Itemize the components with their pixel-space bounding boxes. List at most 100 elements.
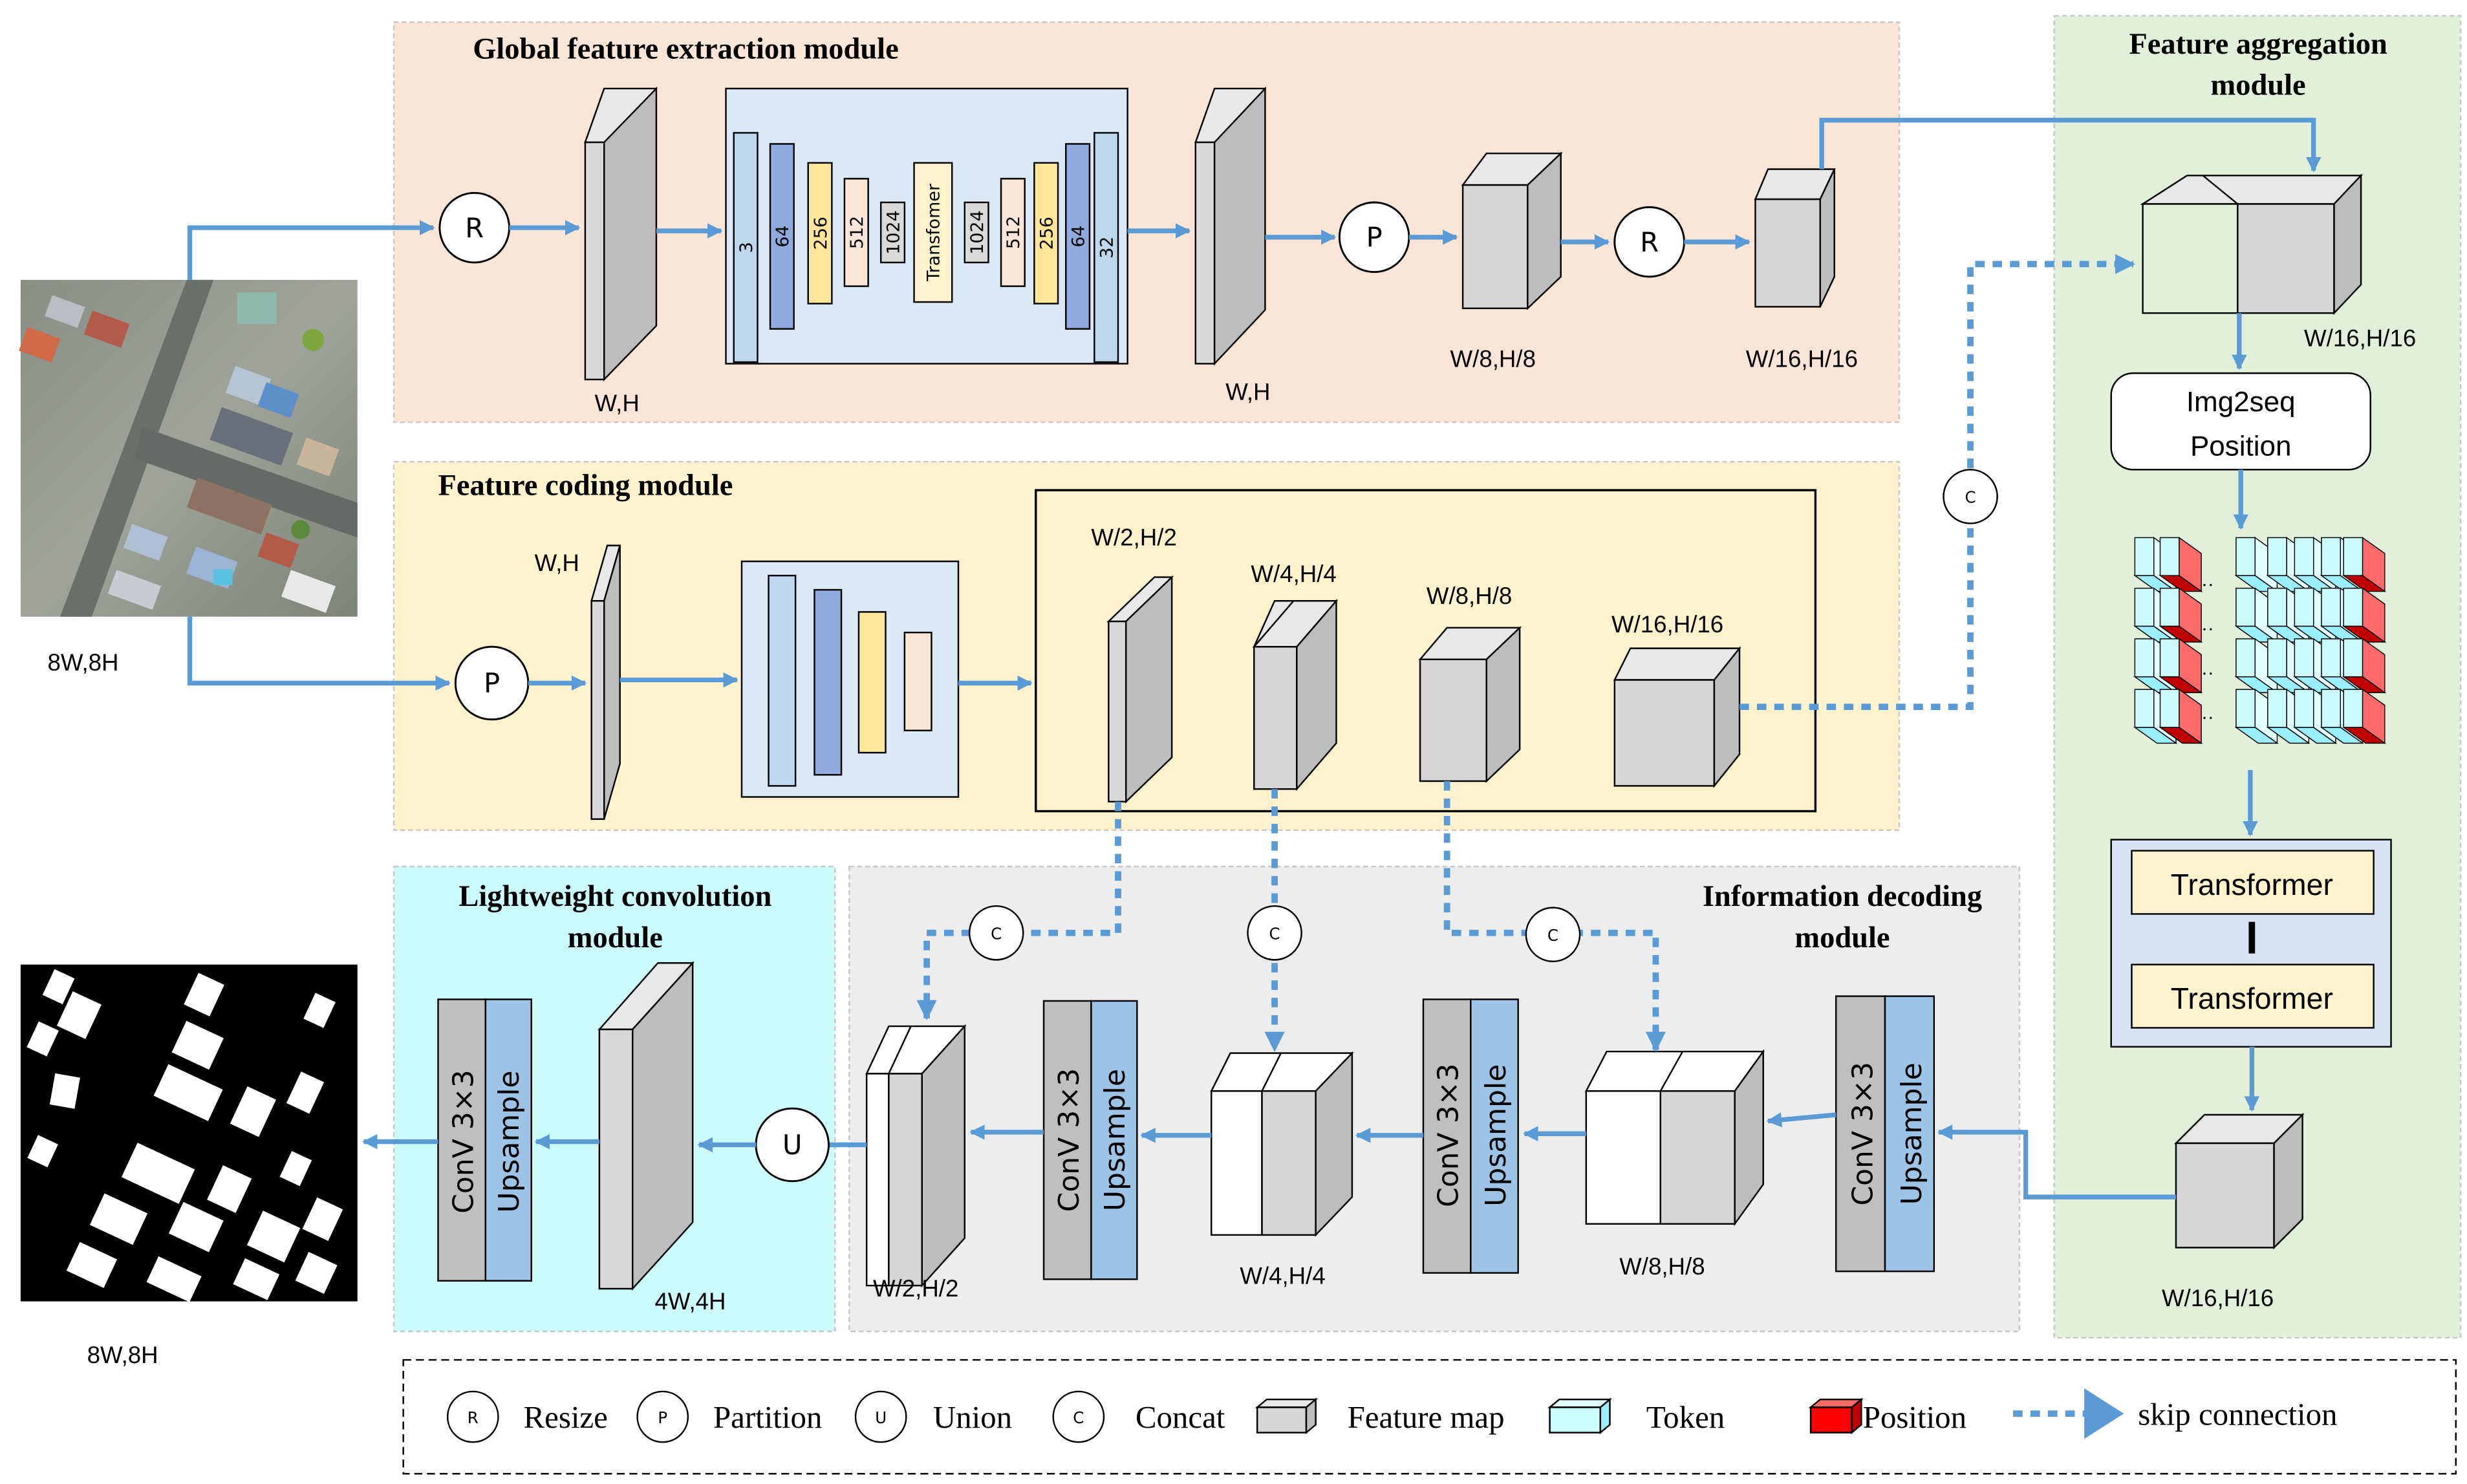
pyramid-cube-w16 [1613, 646, 1741, 788]
svg-text:C: C [1547, 926, 1558, 945]
token-grid: ········ [2133, 537, 2387, 744]
unet-layer-label: 512 [1004, 216, 1024, 249]
svg-text:Upsample: Upsample [1895, 1062, 1928, 1205]
svg-text:ConV 3×3: ConV 3×3 [447, 1070, 480, 1213]
decoder-w4-label: W/4,H/4 [1240, 1263, 1325, 1289]
unet-layer-label: 1024 [883, 210, 903, 254]
position-token [2159, 638, 2203, 694]
pyramid-w2-label: W/2,H/2 [1091, 524, 1176, 551]
legend-position: Position [1808, 1397, 1966, 1435]
svg-text:ConV 3×3: ConV 3×3 [1846, 1062, 1879, 1205]
position-token [2342, 587, 2387, 643]
conv3-to-cube-arrow [1766, 1112, 1837, 1128]
skip-w8 [1443, 781, 1666, 1052]
unet-layer-bar [1065, 143, 1091, 330]
unet-layer-label: 256 [1037, 217, 1057, 250]
position-token [2159, 587, 2203, 643]
unet-layer-label: 256 [811, 217, 831, 250]
conv-upsample-block-1: ConV 3×3 Upsample [1042, 1000, 1138, 1280]
svg-text:ConV 3×3: ConV 3×3 [1053, 1068, 1086, 1212]
partition-op-2: P [454, 645, 530, 721]
legend-skip-connection: skip connection [2013, 1388, 2337, 1439]
pyramid-w16-label: W/16,H/16 [1611, 611, 1723, 638]
encoder-layer-2 [813, 588, 843, 776]
unet-layer-label: Transfomer [924, 183, 944, 282]
concat-op-w4: C [1247, 905, 1302, 961]
unet-layer-label: 64 [773, 225, 793, 247]
lightweight-4w-label: 4W,4H [654, 1288, 726, 1315]
svg-text:Upsample: Upsample [493, 1071, 526, 1213]
svg-text:C: C [991, 925, 1002, 943]
resize-op-2: R [1613, 206, 1685, 278]
svg-text:C: C [1073, 1408, 1084, 1427]
token-ellipsis: ·· [2201, 575, 2214, 596]
decoder-w8-label: W/8,H/8 [1619, 1253, 1705, 1280]
lightweight-module-title-1: Lightweight convolution [458, 880, 771, 913]
decoder-concat-cube-w4 [1210, 1051, 1354, 1237]
feature-cube-w16-aggregation [2174, 1113, 2305, 1250]
decoding-module-title-2: module [1794, 921, 1890, 954]
conv-upsample-block-2: ConV 3×3 Upsample [1422, 998, 1519, 1274]
input-aerial-image [19, 279, 358, 617]
unet-layer-label: 32 [1097, 237, 1117, 259]
aggregation-module-title-1: Feature aggregation [2129, 28, 2387, 61]
unet-layer-bar [879, 201, 906, 264]
unet-layer-label: 512 [847, 216, 867, 249]
coding-module-title: Feature coding module [438, 469, 733, 502]
svg-text:U: U [782, 1129, 802, 1161]
token-ellipsis: ·· [2201, 619, 2214, 640]
coding-wh-label: W,H [535, 550, 579, 576]
global-module-title: Global feature extraction module [473, 32, 898, 65]
concat-op-w2: C [968, 905, 1024, 961]
unet-layer-label: 3 [737, 242, 757, 253]
token [2293, 537, 2338, 593]
unet-layer-bar [1093, 132, 1119, 363]
feature-map-slab-wh-2 [1194, 86, 1267, 366]
legend-partition: P Partition [636, 1390, 822, 1443]
global-wh-label-1: W,H [595, 390, 640, 416]
svg-text:R: R [465, 212, 484, 244]
position-token [2159, 688, 2203, 744]
transformer-label-1: Transformer [2171, 868, 2333, 901]
aggregation-to-decoder-arrow [1937, 1124, 2176, 1199]
transformer-ellipsis [2248, 921, 2256, 954]
transformer-block-1 [2131, 850, 2375, 915]
feature-map-slab-wh-1 [584, 86, 658, 382]
unet-layer-bar [1000, 178, 1026, 287]
unet-layer-bar [843, 178, 869, 287]
legend-token: Token [1547, 1397, 1725, 1435]
svg-text:R: R [468, 1408, 479, 1427]
unet-layer-bar [964, 201, 989, 264]
conv-upsample-block-0: ConV 3×3 Upsample [437, 998, 532, 1282]
svg-text:Resize: Resize [524, 1399, 608, 1435]
output-segmentation-mask [20, 964, 358, 1302]
encoder-layer-3 [857, 611, 887, 754]
svg-text:skip connection: skip connection [2138, 1396, 2337, 1432]
global-to-aggregation-arrow [1819, 118, 2322, 173]
unet-layer-label: 64 [1068, 225, 1088, 247]
unet-layer-label: 1024 [967, 210, 987, 254]
pyramid-w8-label: W/8,H/8 [1427, 583, 1512, 609]
pyramid-slab-w4 [1252, 598, 1339, 791]
encoder-layer-1 [768, 574, 797, 787]
aggregation-module-title-2: module [2211, 69, 2306, 102]
legend-feature-map: Feature map [1255, 1397, 1505, 1435]
decoder-w2-label: W/2,H/2 [873, 1275, 958, 1302]
svg-text:Upsample: Upsample [1099, 1069, 1132, 1211]
concat-op-w8: C [1525, 907, 1581, 963]
token-ellipsis: ·· [2201, 708, 2214, 729]
svg-text:Partition: Partition [713, 1399, 822, 1435]
img2seq-label: Img2seq [2186, 386, 2296, 418]
decoding-module-title-1: Information decoding [1703, 880, 1982, 913]
svg-text:P: P [1366, 221, 1383, 253]
unet-layer-bar [1033, 162, 1059, 305]
encoder-layer-4 [903, 631, 932, 731]
aggregation-w16-label-1: W/16,H/16 [2304, 325, 2416, 352]
svg-text:Union: Union [933, 1399, 1012, 1435]
position-token [2342, 638, 2387, 694]
decoder-concat-cube-w8 [1584, 1049, 1765, 1227]
transformer-block-2 [2131, 963, 2375, 1029]
pyramid-w4-label: W/4,H/4 [1251, 561, 1336, 587]
global-w16-label: W/16,H/16 [1746, 345, 1858, 372]
